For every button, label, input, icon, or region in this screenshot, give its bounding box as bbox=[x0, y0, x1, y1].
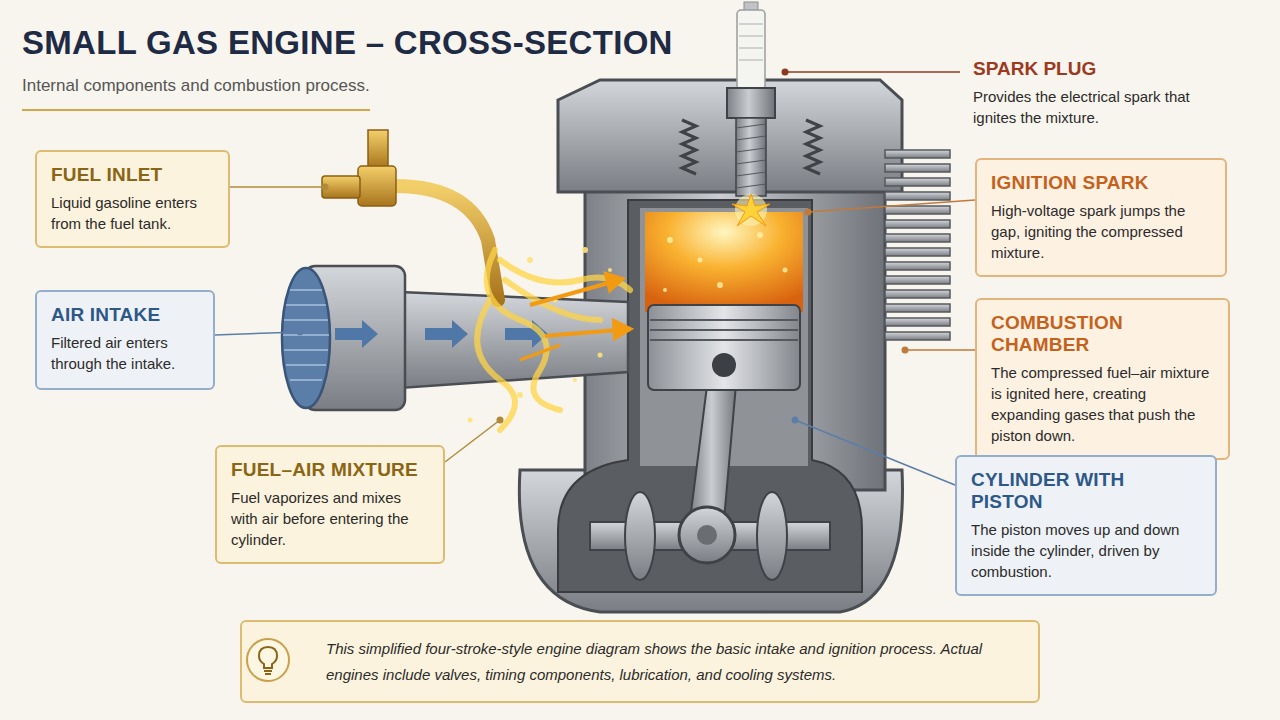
leader-lines bbox=[215, 72, 975, 485]
intake-duct bbox=[400, 292, 628, 388]
air-filter bbox=[282, 268, 330, 408]
fuel-fitting bbox=[358, 166, 396, 206]
callout-text: Liquid gasoline enters from the fuel tan… bbox=[51, 192, 214, 234]
piston-rings bbox=[650, 320, 798, 340]
callout-heading: IGNITION SPARK bbox=[991, 172, 1211, 194]
fuel-pipe bbox=[395, 186, 498, 300]
cutaway-cavity bbox=[558, 200, 862, 592]
part-description: Provides the electrical spark that ignit… bbox=[973, 86, 1223, 128]
callout-box: AIR INTAKE Filtered air enters through th… bbox=[35, 290, 215, 390]
subtitle: Internal components and combustion proce… bbox=[22, 76, 442, 96]
plug-hex bbox=[727, 88, 775, 118]
part-name: SPARK PLUG bbox=[973, 58, 1233, 80]
callout-text: Filtered air enters through the intake. bbox=[51, 332, 199, 374]
fuel-droplets bbox=[468, 247, 613, 423]
thread-lines bbox=[736, 124, 766, 188]
callout-text: This simplified four-stroke-style engine… bbox=[326, 636, 1018, 687]
mixture-arrows bbox=[520, 274, 630, 360]
callout-heading: CYLINDER WITH PISTON bbox=[971, 469, 1201, 513]
fuel-nozzle bbox=[322, 176, 360, 198]
burning-particles bbox=[663, 232, 788, 292]
callout-box: This simplified four-stroke-style engine… bbox=[240, 620, 1040, 703]
callout-text: Fuel vaporizes and mixes with air before… bbox=[231, 487, 429, 550]
valve-spring bbox=[806, 120, 820, 174]
callout-heading: COMBUSTION CHAMBER bbox=[991, 312, 1214, 356]
callout-heading: AIR INTAKE bbox=[51, 304, 199, 326]
piston bbox=[648, 305, 800, 390]
plug-thread bbox=[736, 118, 766, 196]
air-arrows bbox=[335, 320, 548, 348]
lightbulb-icon bbox=[244, 636, 292, 684]
cylinder-head bbox=[558, 80, 902, 192]
callout-text: The compressed fuel–air mixture is ignit… bbox=[991, 362, 1214, 446]
callout-box: IGNITION SPARK High-voltage spark jumps t… bbox=[975, 158, 1227, 277]
callout-box: FUEL–AIR MIXTURE Fuel vaporizes and mixes… bbox=[215, 445, 445, 564]
callout-box: FUEL INLET Liquid gasoline enters from th… bbox=[35, 150, 230, 248]
plug-insulator bbox=[737, 10, 765, 90]
valve-spring bbox=[682, 120, 696, 174]
filter-pleats bbox=[283, 290, 329, 380]
fuel-stream bbox=[477, 250, 630, 430]
piston-pin bbox=[712, 353, 736, 377]
leader-dots bbox=[297, 69, 909, 424]
cooling-fins bbox=[885, 150, 950, 340]
callout-box: CYLINDER WITH PISTON The piston moves up … bbox=[955, 455, 1217, 596]
title-rule bbox=[22, 109, 370, 111]
page-title: SMALL GAS ENGINE – CROSS-SECTION bbox=[22, 24, 673, 62]
callout-heading: FUEL INLET bbox=[51, 164, 214, 186]
combustion-fill bbox=[645, 212, 803, 312]
crank-pin-center bbox=[697, 525, 717, 545]
callout-heading: FUEL–AIR MIXTURE bbox=[231, 459, 429, 481]
crank-web bbox=[625, 492, 655, 580]
crank-pin bbox=[679, 507, 735, 563]
callout-text: The piston moves up and down inside the … bbox=[971, 519, 1201, 582]
crank-web bbox=[757, 492, 787, 580]
callout-box: COMBUSTION CHAMBER The compressed fuel–ai… bbox=[975, 298, 1230, 460]
spark-flash bbox=[732, 194, 770, 226]
callout-text: High-voltage spark jumps the gap, igniti… bbox=[991, 200, 1211, 263]
fuel-cap bbox=[368, 130, 388, 168]
plug-ribs bbox=[739, 24, 763, 60]
